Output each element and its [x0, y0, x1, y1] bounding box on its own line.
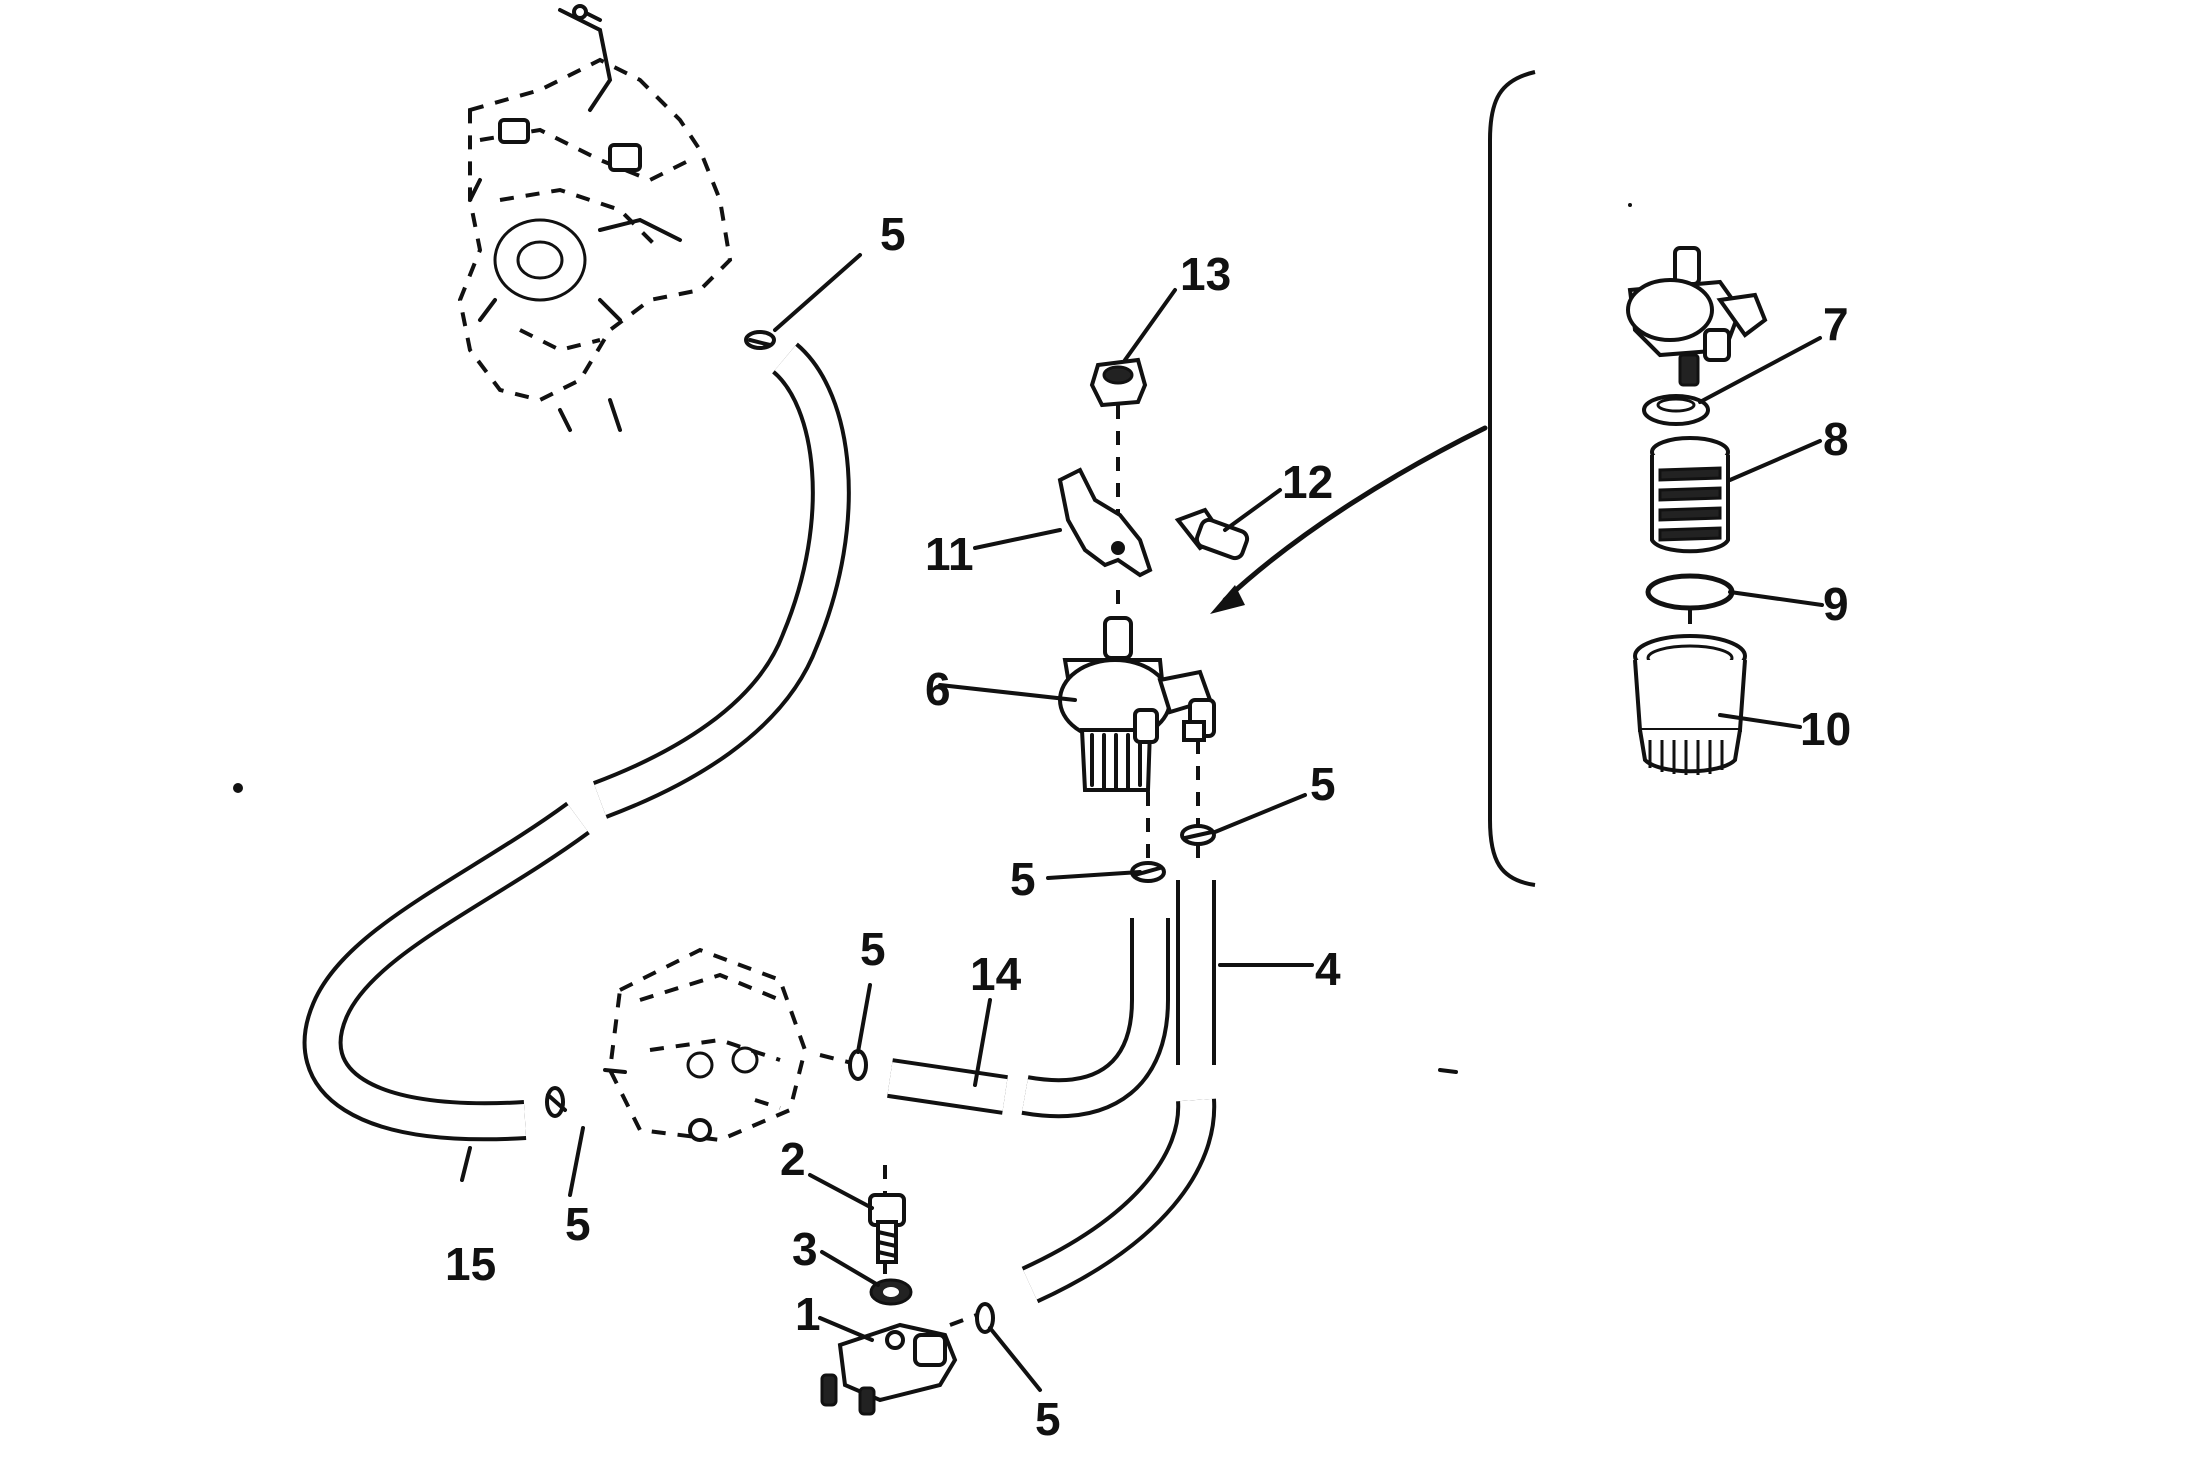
callout-4: 4 — [1315, 943, 1341, 995]
callout-7: 7 — [1823, 298, 1849, 350]
o-ring-9 — [1645, 573, 1735, 611]
callout-13: 13 — [1180, 248, 1231, 300]
leader-lines — [460, 253, 1824, 1392]
clamp-top — [744, 330, 776, 350]
fuel-hose-lower — [1021, 1098, 1217, 1304]
filter-bowl-10 — [1633, 634, 1747, 775]
clamp-filter-right — [1180, 824, 1216, 846]
callout-8: 8 — [1823, 413, 1849, 465]
callout-6: 6 — [925, 663, 951, 715]
detail-pointer-arrow — [1210, 425, 1488, 614]
callout-15: 15 — [445, 1238, 496, 1290]
filter-head — [1626, 246, 1768, 387]
bracket-11 — [1057, 467, 1153, 578]
fuel-filter-6 — [1058, 616, 1216, 792]
callout-5-pump: 5 — [860, 923, 886, 975]
callout-labels: 5 13 12 11 6 7 8 9 10 5 5 4 5 14 5 15 2 … — [445, 208, 1851, 1445]
filter-detail — [1488, 70, 1768, 887]
clamp-lower — [975, 1302, 995, 1334]
clamp-pump-left — [545, 1086, 567, 1118]
clamp-pump-right — [848, 1049, 868, 1081]
bolt-12 — [1174, 507, 1250, 561]
callout-14: 14 — [970, 948, 1022, 1000]
screw-2 — [868, 1193, 906, 1264]
fuel-hose-14 — [887, 1058, 1008, 1115]
fitting-1 — [820, 1322, 958, 1416]
callout-3: 3 — [792, 1223, 818, 1275]
callout-12: 12 — [1282, 456, 1333, 508]
callout-9: 9 — [1823, 578, 1849, 630]
fuel-hose-15 — [302, 342, 851, 1142]
nut-13 — [1089, 357, 1148, 408]
washer-3 — [869, 1278, 913, 1306]
callout-2: 2 — [780, 1133, 806, 1185]
callout-5-right: 5 — [1310, 758, 1336, 810]
hose-clamps — [545, 330, 1216, 1334]
carburetor — [457, 4, 733, 432]
fuel-hose-filter-inlet — [1021, 918, 1170, 1119]
gasket-7 — [1642, 394, 1710, 426]
callout-1: 1 — [795, 1288, 821, 1340]
callout-5-filter: 5 — [1010, 853, 1036, 905]
filter-element-8 — [1650, 436, 1730, 554]
callout-5-bottom: 5 — [1035, 1393, 1061, 1445]
fuel-pump — [603, 947, 808, 1143]
scan-specks — [233, 203, 1632, 1074]
callout-5-left: 5 — [565, 1198, 591, 1250]
callout-5-top: 5 — [880, 208, 906, 260]
callout-10: 10 — [1800, 703, 1851, 755]
callout-11: 11 — [925, 528, 974, 580]
